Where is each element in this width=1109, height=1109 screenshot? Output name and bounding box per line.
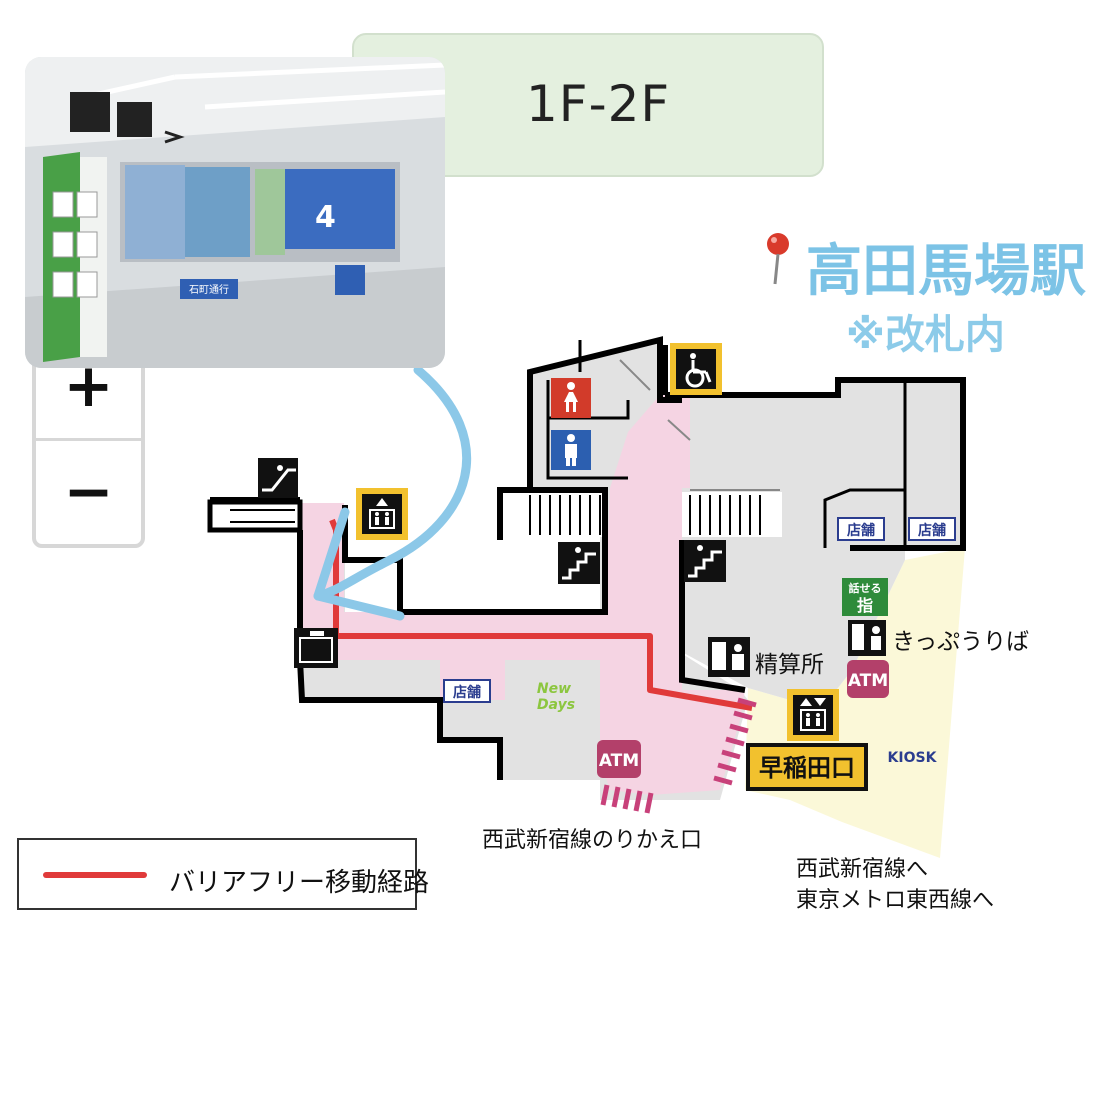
stair-hatching (529, 495, 761, 535)
wheelchair-figure (685, 360, 712, 388)
zoom-out-button[interactable]: − (63, 457, 114, 527)
ticket-gates-bottom (600, 784, 654, 814)
walls (210, 336, 966, 780)
legend-route-swatch (43, 872, 147, 878)
fare-adjustment-label: 精算所 (755, 652, 824, 678)
shop-label-2: 店舗 (918, 522, 946, 539)
floor-tab-label: 1F-2F (526, 75, 671, 133)
station-name: 高田馬場駅 (806, 239, 1086, 304)
atm-badge-right (847, 660, 889, 698)
ticket-office-label: きっぷうりば (892, 629, 1030, 655)
legend: バリアフリー移動経路 (17, 838, 429, 910)
station-note: ※改札内 (846, 312, 1005, 358)
stairs-right (682, 492, 782, 537)
seibu-transfer-label: 西武新宿線のりかえ口 (482, 828, 703, 853)
annotation-arrow (313, 365, 472, 601)
elevator-figure-left (369, 498, 395, 529)
stairs-left (502, 492, 605, 537)
atm-label-bottom: ATM (599, 751, 639, 771)
shop-label-3: 店舗 (453, 684, 481, 701)
shop-label-1: 店舗 (847, 522, 875, 539)
station-photo: 4 石町通行 (25, 57, 445, 368)
atm-label-right: ATM (848, 671, 888, 691)
escalator-stairs-left (207, 499, 303, 533)
kiosk-label: KIOSK (888, 750, 938, 766)
elevator-figure-right (800, 698, 826, 731)
legend-route-label: バリアフリー移動経路 (169, 868, 430, 898)
annotation-arrow-head (313, 507, 405, 621)
womens-figure (564, 382, 578, 412)
escalator-stair-lines (230, 509, 295, 523)
newdays-logo-line2: Days (537, 697, 575, 713)
waseda-exit-sign (746, 743, 868, 791)
photo-sign-text: 石町通行 (189, 283, 229, 296)
thin-lines (619, 359, 780, 491)
newdays-logo-line1: New (537, 681, 571, 697)
station-photo-image: 4 石町通行 (25, 57, 445, 368)
shop-badge-1 (837, 517, 885, 541)
newdays-store (505, 660, 600, 740)
ticket-gates-right (713, 697, 757, 786)
shop-badge-3 (443, 679, 491, 703)
location-pin-icon (767, 233, 789, 285)
talk-window-sign (842, 578, 888, 616)
escalator-icon (258, 458, 298, 498)
to-metro-label: 東京メトロ東西線へ (796, 888, 995, 913)
mens-figure (565, 434, 577, 466)
to-seibu-label: 西武新宿線へ (796, 857, 929, 882)
talk-window-top: 話せる (849, 581, 882, 595)
shop-badge-2 (908, 517, 956, 541)
concourse-area (300, 395, 745, 795)
photo-poster-number: 4 (315, 200, 336, 235)
talk-window-bottom: 指 (857, 596, 873, 615)
atm-badge-bottom (597, 740, 641, 778)
waseda-exit-label: 早稲田口 (759, 754, 855, 782)
